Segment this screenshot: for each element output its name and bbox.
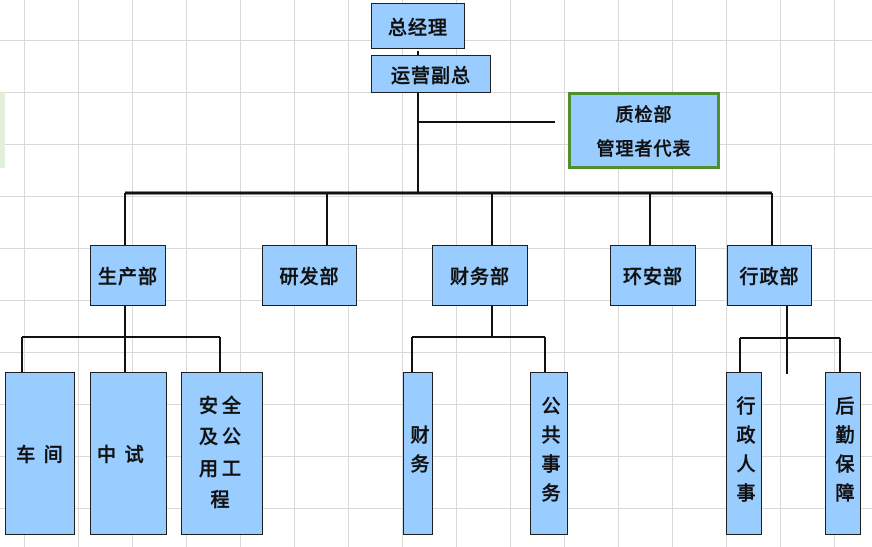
unit-public-affairs-box: 公共事务 <box>530 372 568 535</box>
dept-env-safety-label: 环安部 <box>622 266 683 288</box>
vp-operations-box: 运营副总 <box>371 55 491 93</box>
quality-control-box: 质检部 管理者代表 <box>568 92 720 169</box>
dept-production-label: 生产部 <box>97 266 158 288</box>
qc-label-line2: 管理者代表 <box>596 138 692 160</box>
dept-admin-label: 行政部 <box>739 266 800 288</box>
unit-admin-personnel-box: 行政人事 <box>726 372 762 535</box>
vp-operations-label: 运营副总 <box>390 64 471 87</box>
qc-label-line1: 质检部 <box>615 104 673 126</box>
dept-rnd-label: 研发部 <box>279 266 340 288</box>
unit-trial-box: 中 试 <box>90 372 167 535</box>
dept-env-safety-box: 环安部 <box>610 245 696 306</box>
general-manager-box: 总经理 <box>371 3 465 49</box>
unit-finance-box: 财务 <box>403 372 433 535</box>
dept-rnd-box: 研发部 <box>262 245 357 306</box>
left-highlight-band <box>0 92 5 168</box>
unit-trial-label: 中 试 <box>97 444 145 466</box>
unit-admin-personnel-label: 行政人事 <box>733 395 756 512</box>
unit-logistics-label: 后勤保障 <box>832 395 855 512</box>
dept-production-box: 生产部 <box>90 245 166 306</box>
unit-public-affairs-label: 公共事务 <box>538 395 561 512</box>
unit-workshop-label: 车 间 <box>16 444 64 466</box>
dept-finance-box: 财务部 <box>432 245 528 306</box>
general-manager-label: 总经理 <box>387 16 448 39</box>
dept-finance-label: 财务部 <box>449 266 510 288</box>
unit-logistics-box: 后勤保障 <box>825 372 861 535</box>
unit-safety-utilities-box: 安全及公用工程 <box>181 372 263 535</box>
dept-admin-box: 行政部 <box>727 245 812 306</box>
unit-safety-utilities-label: 安全及公用工程 <box>198 394 245 511</box>
unit-workshop-box: 车 间 <box>5 372 75 535</box>
unit-finance-label: 财务 <box>407 424 430 483</box>
